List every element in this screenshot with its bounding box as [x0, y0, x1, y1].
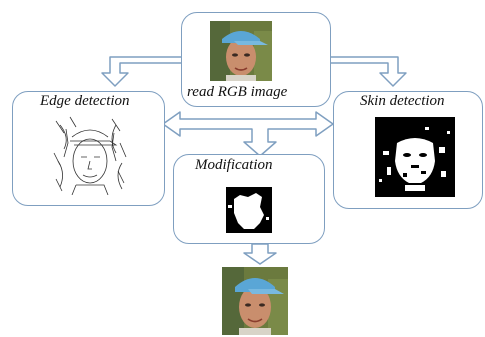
arrow-input-to-skin — [329, 56, 407, 87]
arrow-edge-skin-modification — [162, 111, 334, 157]
edge-map-image — [50, 113, 130, 195]
output-face-photo — [222, 267, 288, 335]
input-label: read RGB image — [187, 84, 288, 100]
modification-label: Modification — [195, 157, 273, 173]
arrow-modification-to-output — [243, 243, 277, 265]
arrow-input-to-edge — [101, 56, 184, 87]
input-face-photo — [210, 21, 272, 81]
skin-mask-image — [375, 117, 455, 197]
skin-detection-label: Skin detection — [360, 93, 445, 109]
edge-detection-label: Edge detection — [40, 93, 130, 109]
modified-mask-image — [226, 187, 272, 233]
